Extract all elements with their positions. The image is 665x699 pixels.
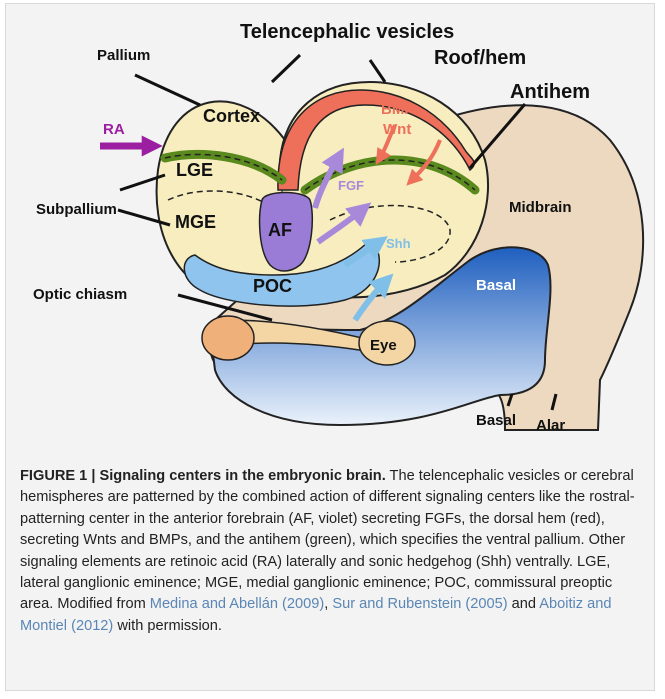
label-wnt: Wnt (383, 121, 411, 138)
label-telencephalic-vesicles: Telencephalic vesicles (240, 21, 454, 43)
label-lge: LGE (176, 160, 213, 180)
label-mge: MGE (175, 212, 216, 232)
label-antihem: Antihem (510, 81, 590, 103)
figure-caption: FIGURE 1 | Signaling centers in the embr… (20, 466, 640, 637)
label-midbrain: Midbrain (509, 199, 572, 216)
label-basal-region: Basal (476, 277, 516, 294)
label-pallium: Pallium (97, 47, 150, 64)
label-bmp: BMP (381, 101, 414, 118)
label-poc: POC (253, 276, 292, 296)
brain-diagram: Telencephalic vesicles Pallium Roof/hem … (0, 0, 665, 460)
caption-separator-2: and (508, 596, 540, 612)
reference-link-medina[interactable]: Medina and Abellán (2009) (150, 596, 324, 612)
label-cortex: Cortex (203, 106, 260, 126)
label-eye: Eye (370, 337, 397, 354)
label-basal-bottom: Basal (476, 412, 516, 429)
label-af: AF (268, 220, 292, 240)
label-roof-hem: Roof/hem (434, 47, 526, 69)
caption-ending: with permission. (113, 618, 222, 634)
optic-chiasm-bulb (202, 316, 254, 360)
caption-body: The telencephalic vesicles or cerebral h… (20, 468, 635, 612)
label-ra: RA (103, 121, 125, 138)
label-alar: Alar (536, 417, 565, 434)
label-optic-chiasm: Optic chiasm (33, 286, 127, 303)
label-shh: Shh (386, 236, 411, 251)
reference-link-sur[interactable]: Sur and Rubenstein (2005) (332, 596, 507, 612)
label-fgf: FGF (338, 178, 364, 193)
label-subpallium: Subpallium (36, 201, 117, 218)
caption-heading: FIGURE 1 | Signaling centers in the embr… (20, 468, 386, 484)
